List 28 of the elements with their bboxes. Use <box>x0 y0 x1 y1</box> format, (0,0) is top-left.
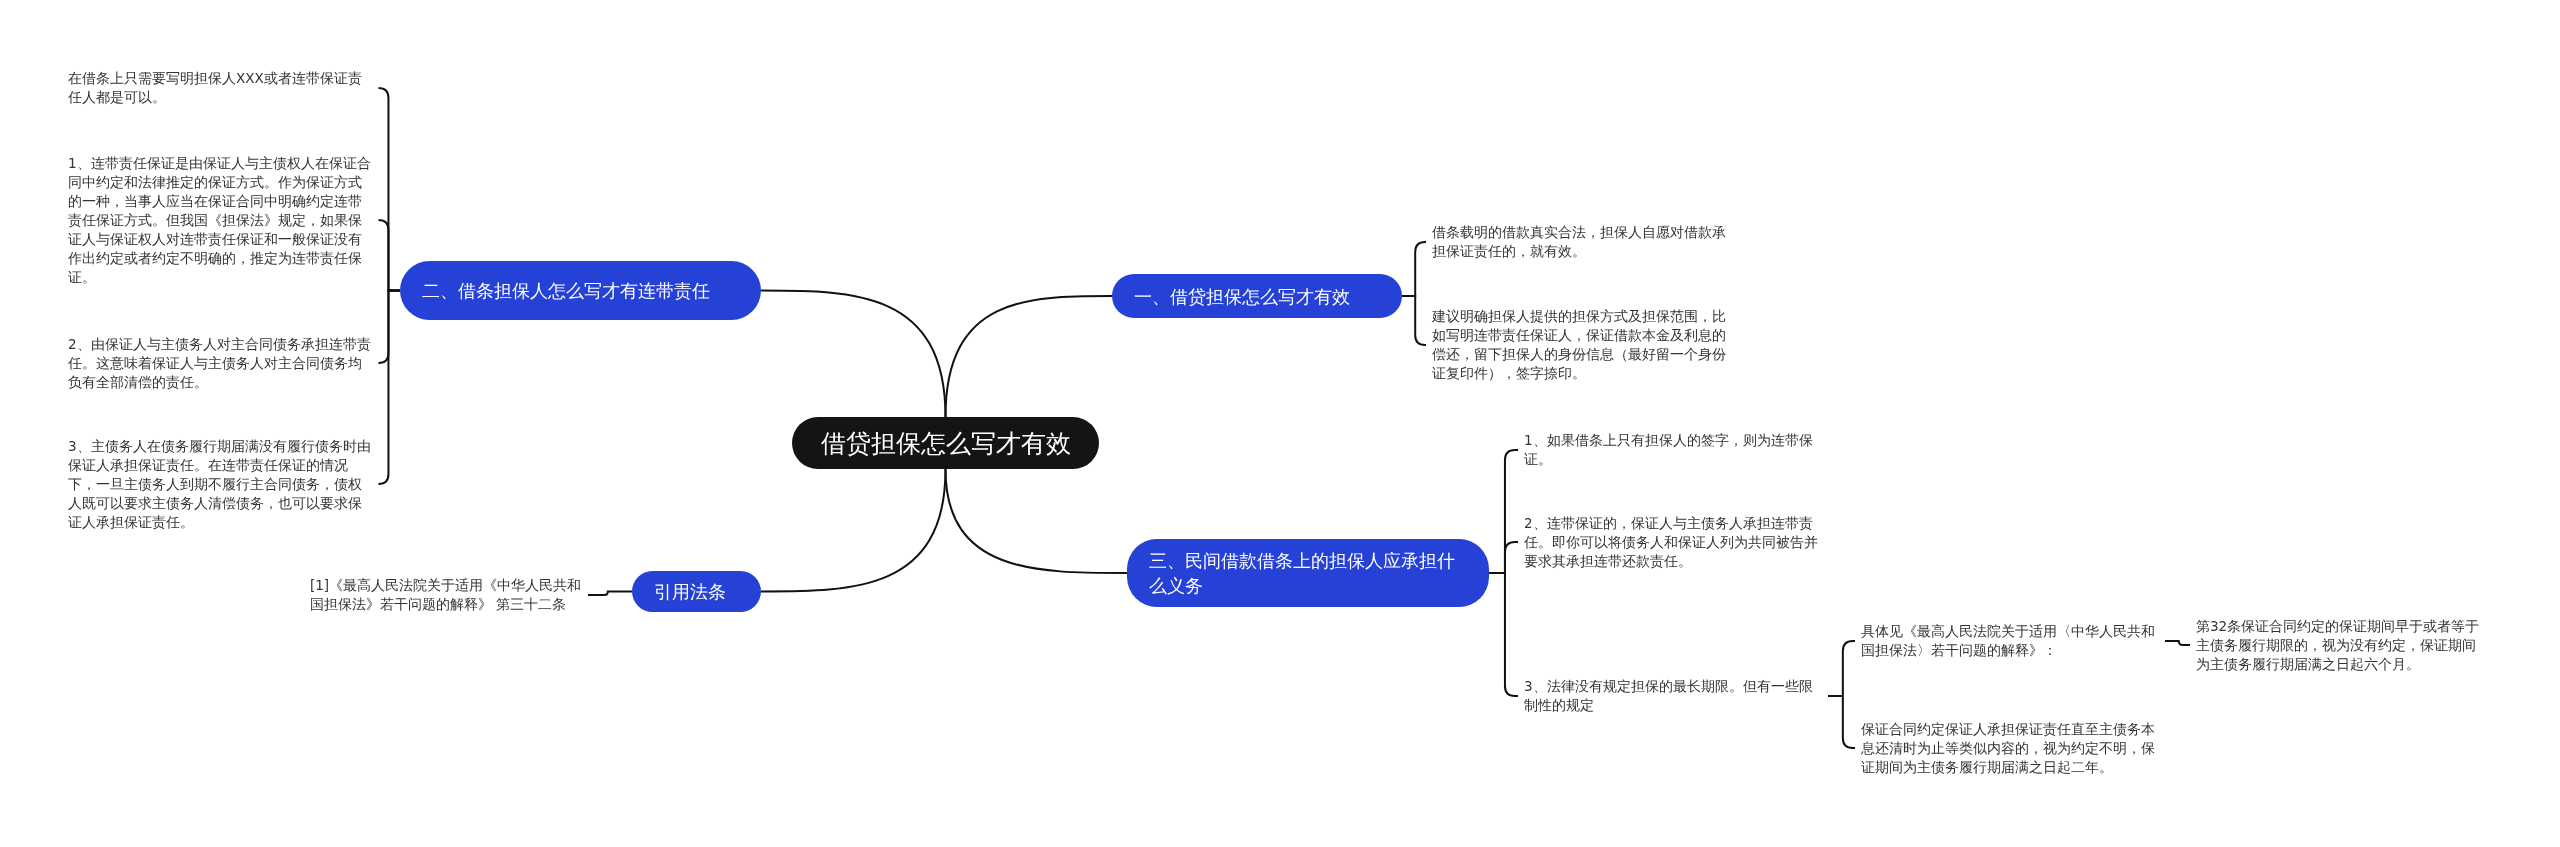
connector-line <box>760 468 947 593</box>
topic-text: [1]《最高人民法院关于适用《中华人民共和国担保法》若干问题的解释》 第三十二条 <box>310 576 582 614</box>
connector-line <box>944 468 1128 574</box>
topic-text: 2、由保证人与主债务人对主合同债务承担连带责任。这意味着保证人与主债务人对主合同债务均负有全部清偿的责任。 <box>68 334 373 392</box>
connector-line <box>377 289 401 485</box>
connector-line <box>944 295 1113 418</box>
topic-text: 建议明确担保人提供的担保方式及担保范围，比如写明连带责任保证人，保证借款本金及利息的偿还，留下担保人的身份信息（最好留一个身份证复印件），签字捺印。 <box>1432 307 1732 383</box>
connector-line <box>1401 295 1427 346</box>
topic-pill: 三、民间借款借条上的担保人应承担什么义务 <box>1127 539 1489 607</box>
topic-text: 保证合同约定保证人承担保证责任直至主债务本息还清时为止等类似内容的，视为约定不明，保证期间为主债务履行期届满之日起二年。 <box>1861 719 2161 777</box>
topic-text: 3、主债务人在债务履行期届满没有履行债务时由保证人承担保证责任。在连带责任保证的情况下，一旦主债务人到期不履行主合同债务，债权人既可以要求主债务人清偿债务，也可以要求保证人承担保证责任。 <box>68 436 373 532</box>
topic-pill: 引用法条 <box>632 571 761 612</box>
topic-text: 第32条保证合同约定的保证期间早于或者等于主债务履行期限的，视为没有约定，保证期间为主债务履行期届满之日起六个月。 <box>2196 616 2486 674</box>
topic-text: 具体见《最高人民法院关于适用〈中华人民共和国担保法〉若干问题的解释》： <box>1861 622 2161 660</box>
topic-text: 3、法律没有规定担保的最长期限。但有一些限制性的规定 <box>1524 677 1824 715</box>
connector-line <box>2164 640 2191 646</box>
topic-text: 在借条上只需要写明担保人XXX或者连带保证责任人都是可以。 <box>68 69 373 107</box>
topic-pill: 二、借条担保人怎么写才有连带责任 <box>400 261 761 320</box>
connector-line <box>1827 695 1856 749</box>
connector-line <box>587 590 633 596</box>
topic-text: 2、连带保证的，保证人与主债务人承担连带责任。即你可以将债务人和保证人列为共同被告并要求其承担连带还款责任。 <box>1524 513 1829 571</box>
connector-line <box>760 289 947 418</box>
topic-pill: 一、借贷担保怎么写才有效 <box>1112 274 1402 318</box>
topic-text: 1、如果借条上只有担保人的签字，则为连带保证。 <box>1524 431 1824 469</box>
topic-text: 借条载明的借款真实合法，担保人自愿对借款承担保证责任的，就有效。 <box>1432 223 1732 261</box>
central-topic: 借贷担保怎么写才有效 <box>792 417 1099 469</box>
connector-line <box>1488 572 1519 697</box>
topic-text: 1、连带责任保证是由保证人与主债权人在保证合同中约定和法律推定的保证方式。作为保证方式的一种，当事人应当在保证合同中明确约定连带责任保证方式。但我国《担保法》规定，如果保证人与保证权人对连带责任保证和一般保证没有作出约定或者约定不明确的，推定为连带责任保证。 <box>68 153 373 287</box>
